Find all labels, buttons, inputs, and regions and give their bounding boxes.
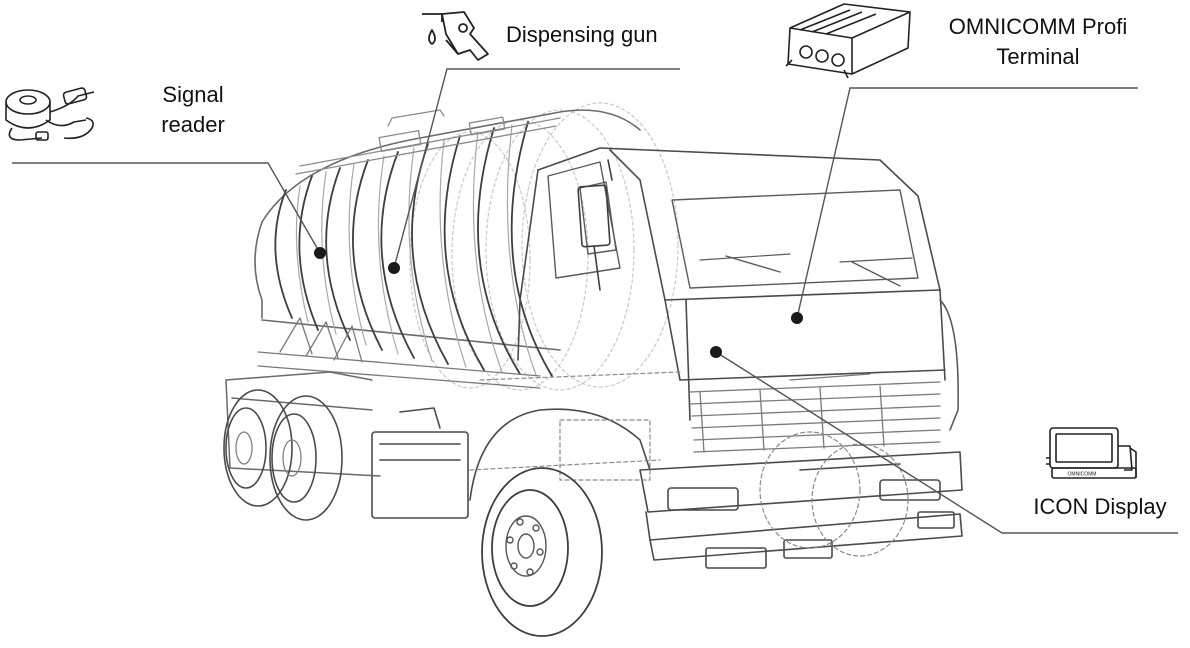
terminal-leader [796,87,1138,319]
signal-reader-label-line2: reader [161,112,225,137]
leader-lines [12,68,1178,534]
icon-display-dot [710,346,722,358]
terminal-label-line2: Terminal [996,44,1080,69]
signal-reader-leader [12,162,321,254]
dispensing-gun-label: Dispensing gun [506,22,658,47]
fuel-tanker-truck-icon [223,102,963,637]
fuel-nozzle-icon [422,11,489,61]
icon-display-label: ICON Display [1033,494,1167,519]
signal-reader-dot [314,247,326,259]
icon-display-leader [715,351,1178,534]
signal-reader-label: Signal reader [118,80,268,140]
dispensing-gun-dot [388,262,400,274]
pointer-dots [314,247,803,358]
display-screen-icon [1046,427,1137,479]
dispensing-gun-leader [393,68,680,269]
terminal-label-line1: OMNICOMM Profi [948,14,1128,39]
terminal-device-icon [785,3,911,79]
signal-reader-label-line1: Signal [162,82,224,107]
signal-reader-icon [5,87,95,141]
display-brand-text: OMNICOMM [1068,472,1097,478]
terminal-label: OMNICOMM Profi Terminal [918,12,1158,72]
terminal-dot [791,312,803,324]
